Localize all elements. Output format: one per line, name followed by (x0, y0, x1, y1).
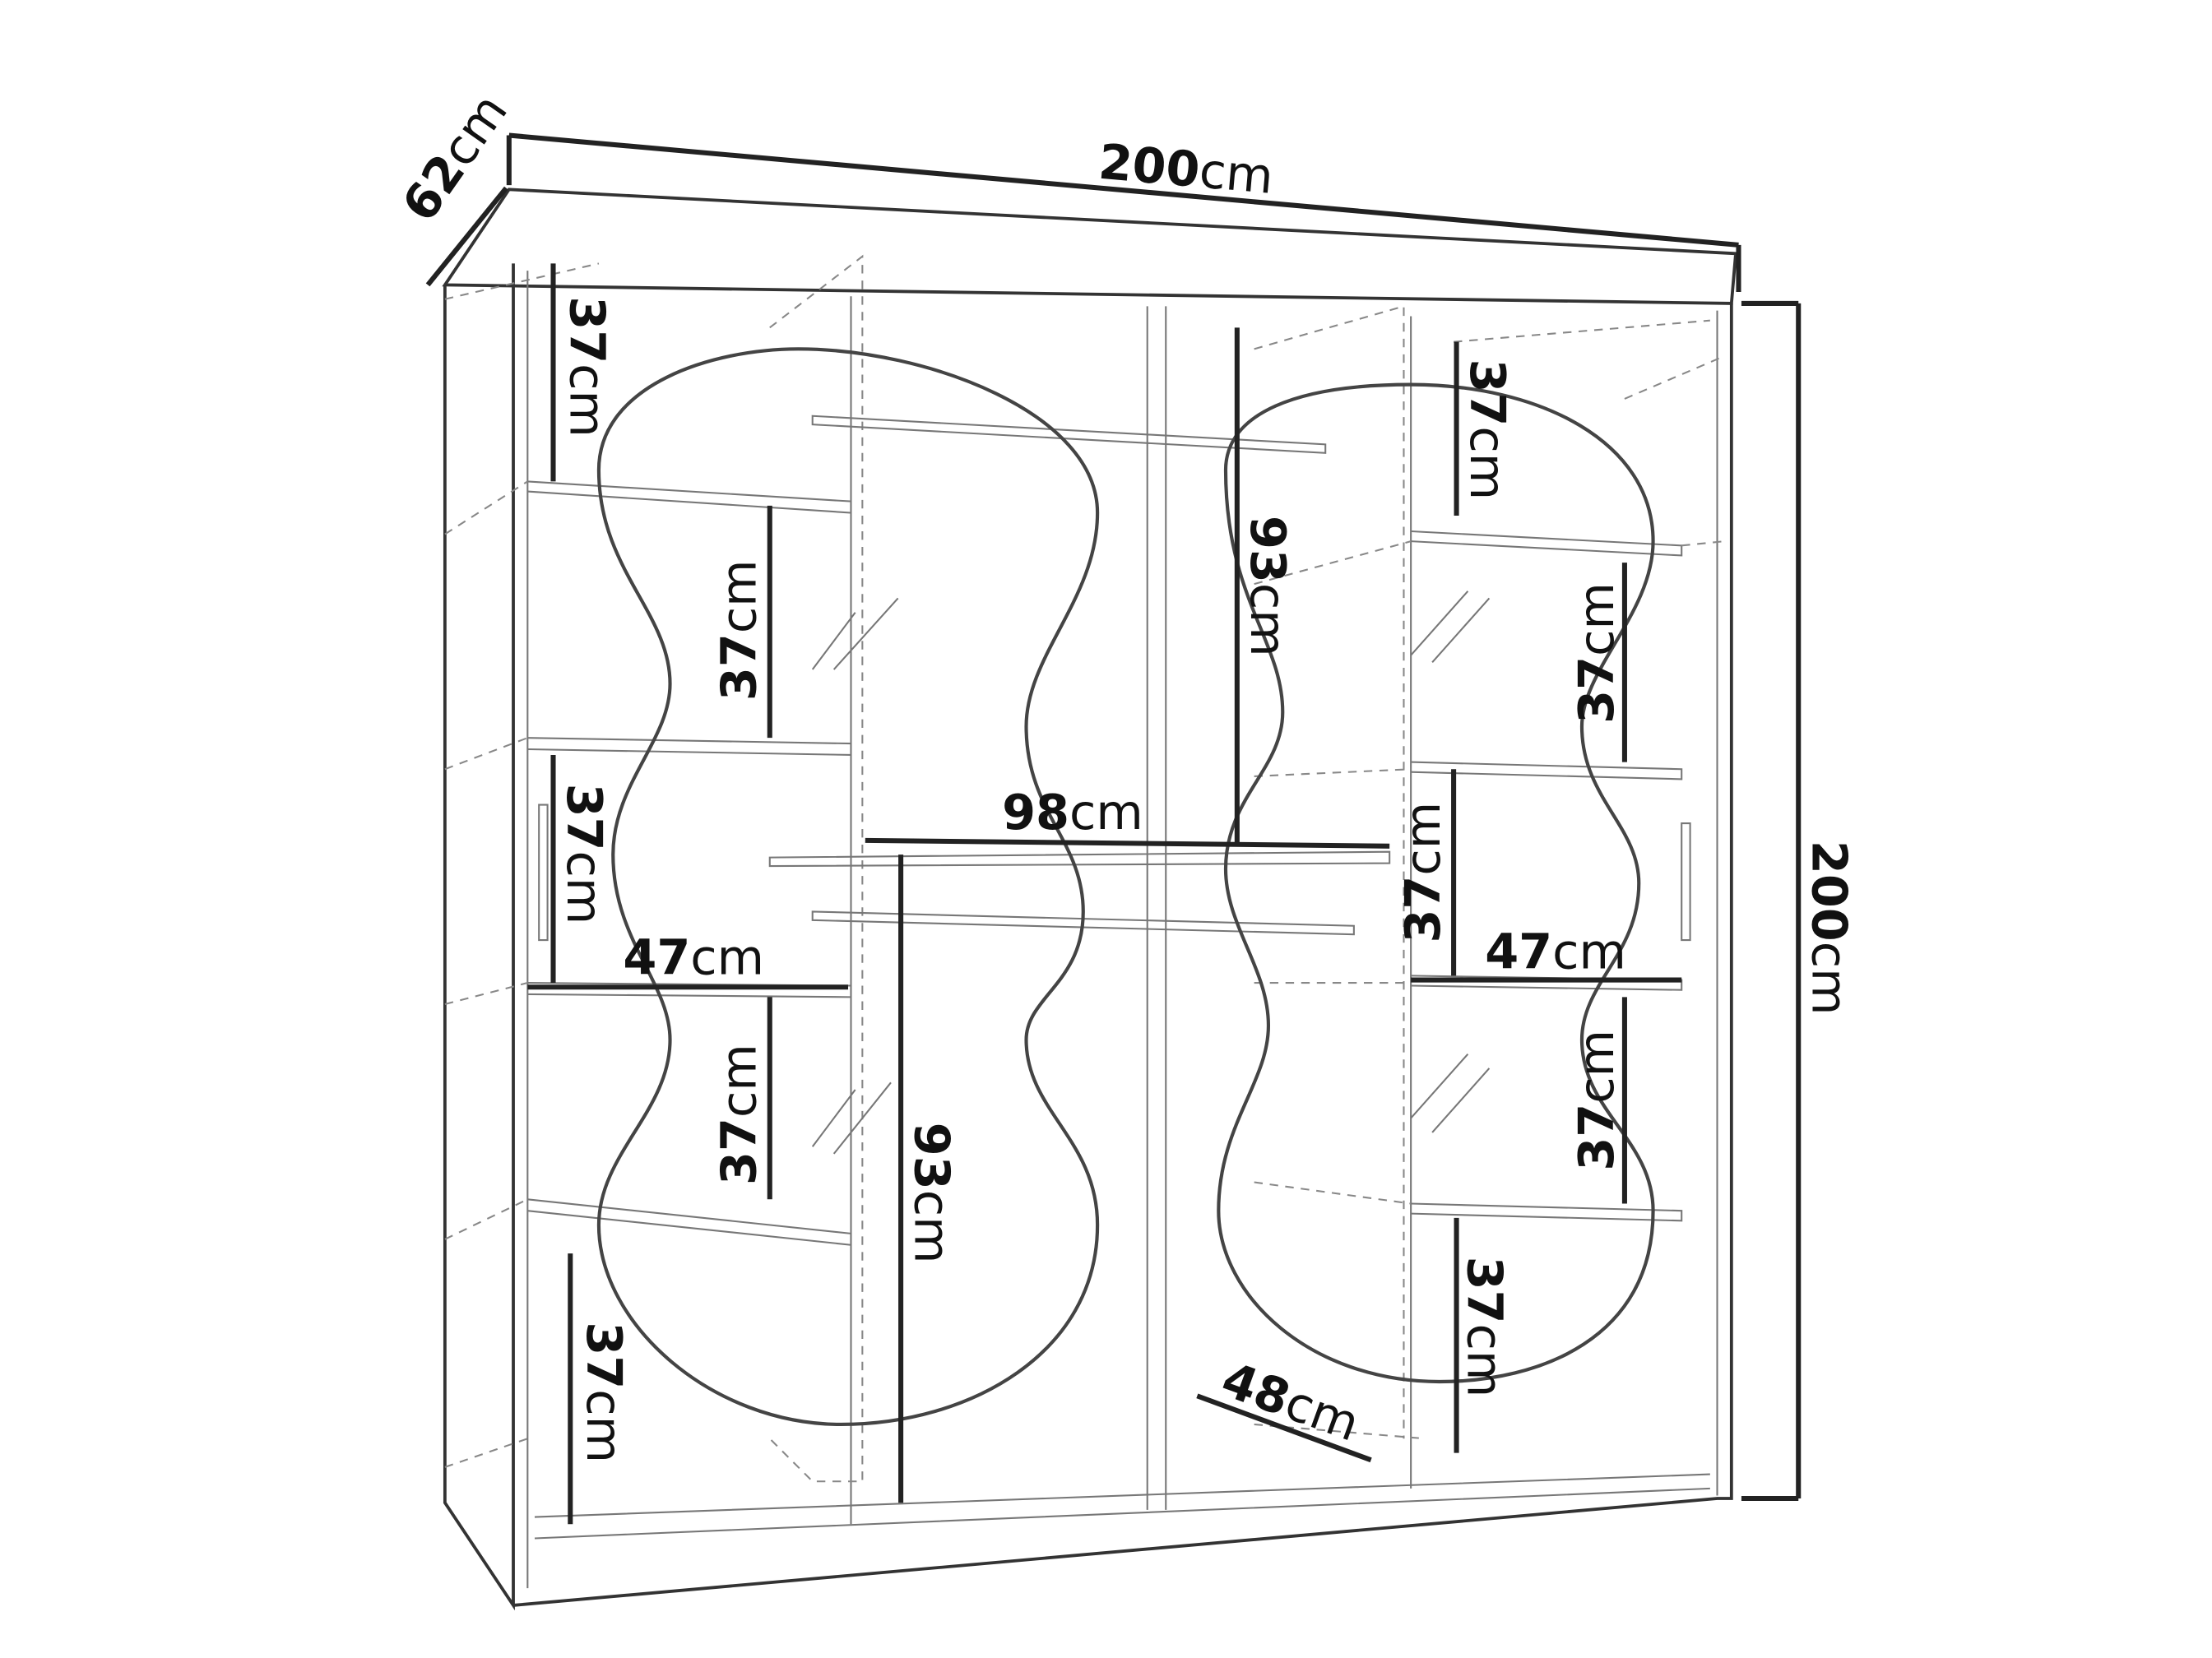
shelf-height-label: 37cm (710, 559, 767, 701)
shelf-height-label: 37cm (556, 784, 613, 925)
shelf-height-label: 37cm (1459, 359, 1516, 500)
hanging-height-left-label: 93cm (1240, 516, 1296, 657)
shelf-width-right-label: 47cm (1485, 924, 1626, 980)
right-mirror (1217, 382, 1655, 1384)
hanging-height-right-label: 93cm (903, 1123, 960, 1264)
shelf-height-label: 37cm (559, 296, 615, 438)
height-label: 200cm (1802, 841, 1858, 1016)
hanging-width-label: 98cm (1002, 784, 1143, 841)
shelf-height-label: 37cm (1568, 1030, 1625, 1171)
shelf-height-label: 37cm (1568, 582, 1625, 724)
shelf-height-label: 37cm (1394, 802, 1451, 943)
depth-label: 62cm (391, 83, 518, 231)
shelf-width-left-label: 47cm (623, 929, 764, 986)
wardrobe-body (442, 188, 1738, 1611)
width-label: 200cm (1097, 133, 1276, 205)
left-shelves (444, 254, 1391, 1483)
right-shelves (1254, 304, 1725, 1440)
dimension-lines (425, 132, 1802, 1525)
shelf-height-label: 37cm (1456, 1257, 1513, 1398)
shelf-height-label: 37cm (576, 1322, 633, 1463)
shelf-height-label: 37cm (710, 1044, 767, 1185)
left-mirror (596, 347, 1100, 1427)
